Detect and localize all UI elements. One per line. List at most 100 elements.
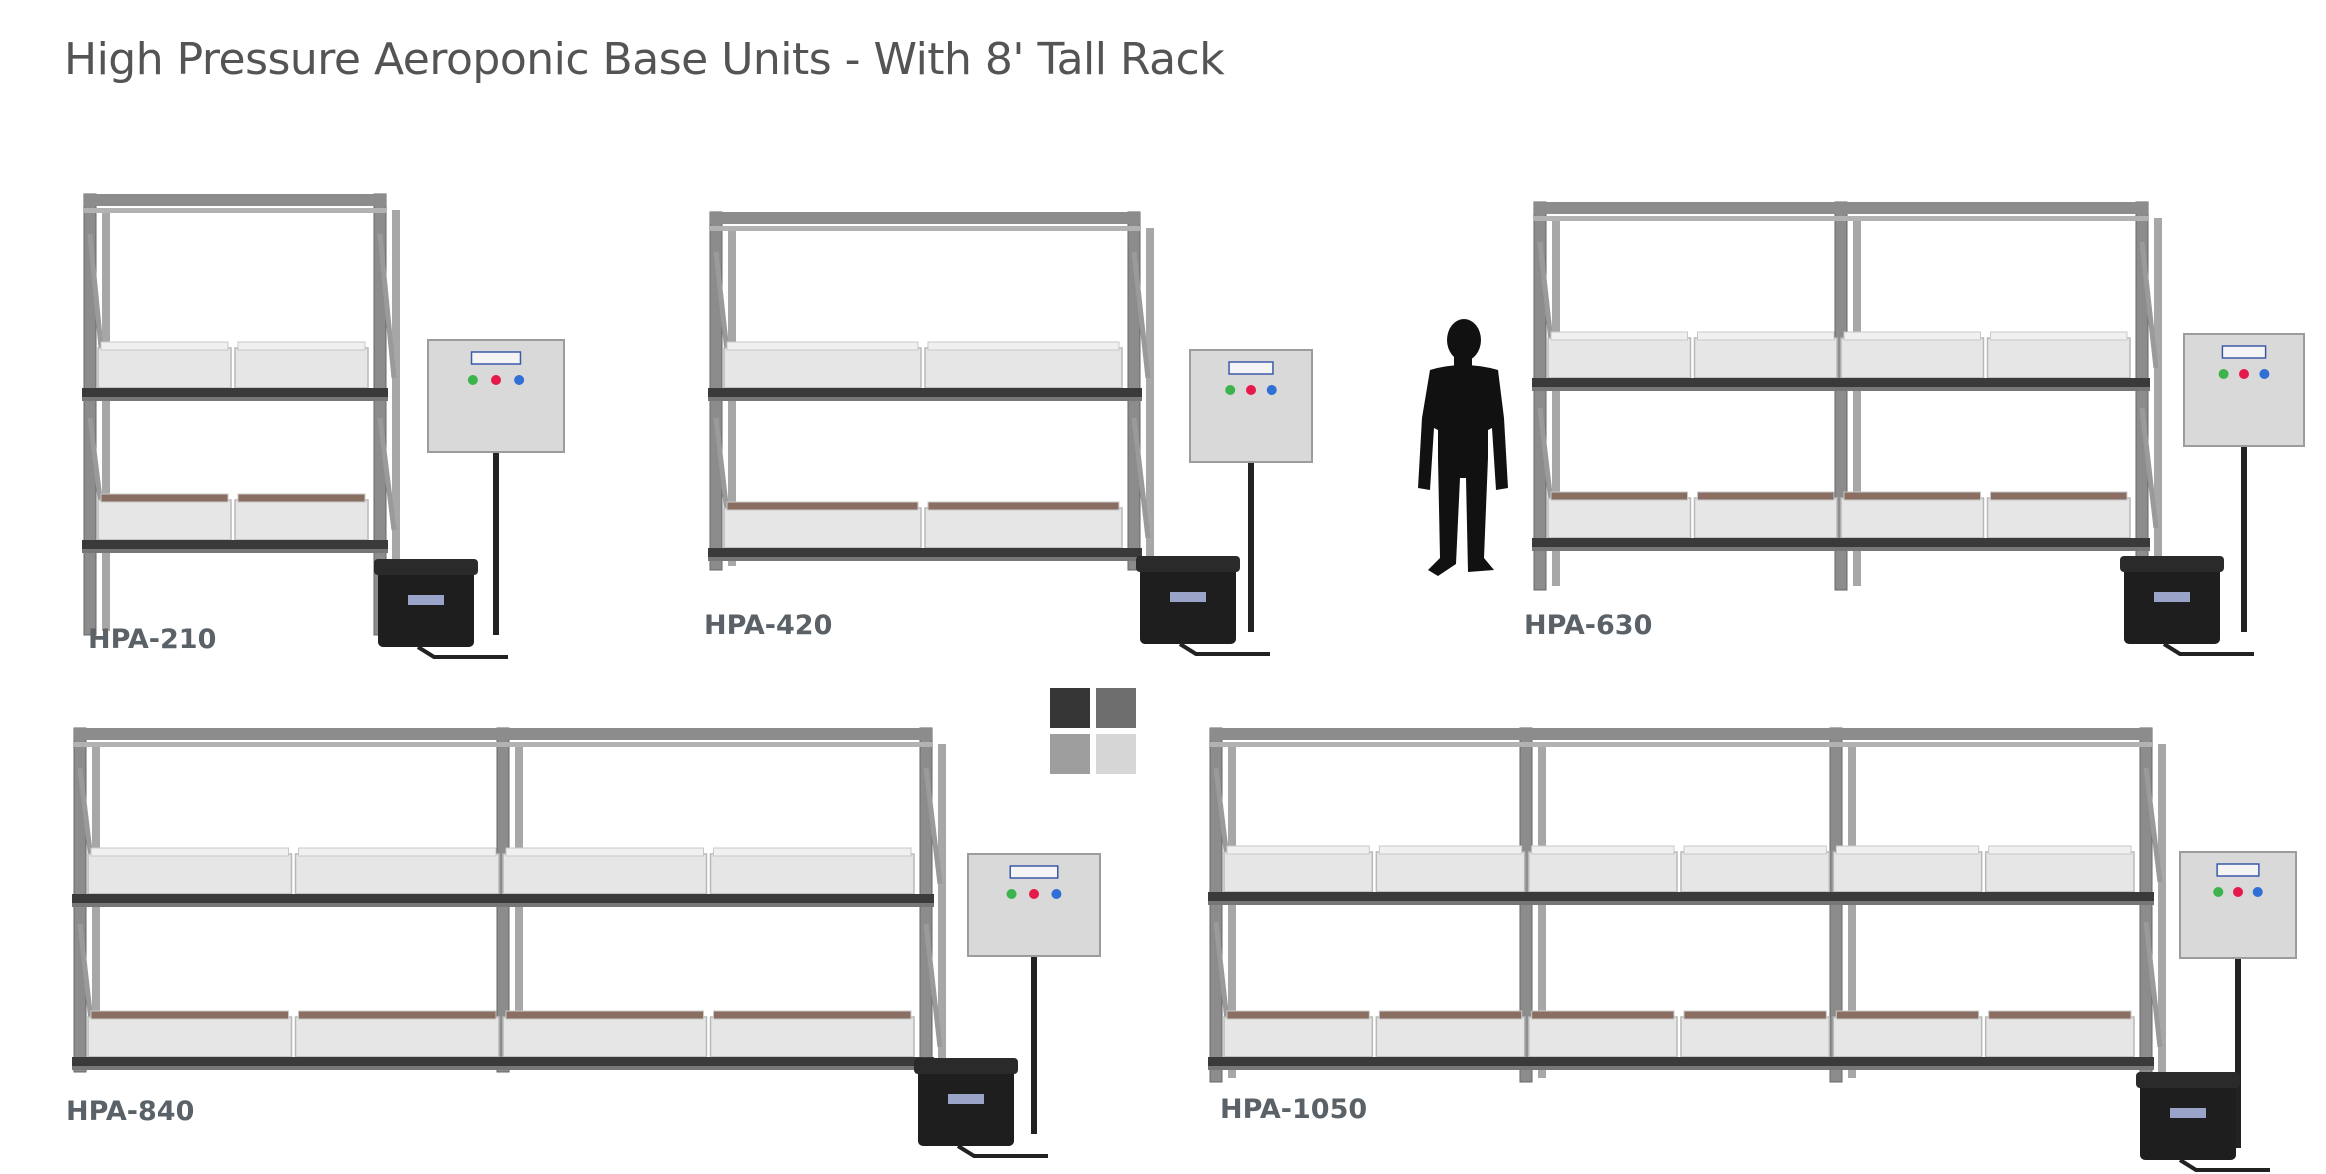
rack-top-beam — [1210, 728, 2152, 740]
tray-plant-sites — [1990, 491, 2128, 501]
brand-logo — [1228, 361, 1274, 375]
shelf-beam — [72, 1057, 934, 1066]
reservoir-tank — [2124, 562, 2220, 644]
unit-label: HPA-630 — [1524, 610, 1653, 641]
control-panel — [1189, 349, 1313, 632]
rack-top-beam-rear — [710, 226, 1140, 231]
grow-tray — [502, 1016, 708, 1058]
reservoir-lid — [1136, 556, 1240, 572]
tray-plant-sites — [726, 501, 919, 511]
tray-plant-sites — [1683, 1010, 1827, 1020]
grow-tray — [1223, 851, 1374, 893]
rack-upright-rear — [1552, 218, 1560, 586]
grow-tray — [1547, 497, 1692, 539]
tray-plant-sites — [237, 493, 366, 503]
shelf-beam — [1532, 538, 2150, 547]
tray-plant-sites — [713, 1010, 912, 1020]
grow-tray — [502, 853, 708, 895]
shelf-beam-edge — [72, 903, 934, 907]
rack-top-beam — [84, 194, 386, 206]
brand-logo — [2216, 863, 2260, 877]
reservoir-label — [1170, 592, 1206, 602]
tray-lid — [298, 847, 497, 857]
grow-tray — [723, 507, 922, 549]
color-swatches — [1050, 688, 1138, 776]
rack-brace — [923, 923, 943, 1048]
tray-plant-sites — [1988, 1010, 2132, 1020]
page-title: High Pressure Aeroponic Base Units - Wit… — [64, 34, 1225, 85]
rack-top-beam-rear — [1210, 742, 2152, 747]
shelf-beam-edge — [708, 397, 1142, 401]
indicator-light — [1246, 385, 1256, 395]
rack-illustration — [708, 211, 1313, 656]
control-pole — [493, 452, 499, 635]
unit-hpa-1050: HPA-1050 — [1200, 712, 2310, 1172]
tray-plant-sites — [1843, 491, 1981, 501]
indicator-light — [1266, 385, 1277, 395]
grow-tray — [709, 1016, 915, 1058]
rack-brace — [1131, 417, 1151, 539]
shelf-beam — [72, 894, 934, 903]
lower-shelf — [708, 501, 1142, 561]
tray-lid — [90, 847, 289, 857]
tray-plant-sites — [1835, 1010, 1980, 1020]
tray-plant-sites — [1531, 1010, 1675, 1020]
rack-top-beam — [1534, 202, 2148, 214]
tray-lid — [1378, 845, 1523, 855]
shelf-beam-edge — [72, 1066, 934, 1070]
tray-lid — [1990, 331, 2128, 341]
grow-tray — [1527, 851, 1678, 893]
tray-plant-sites — [1226, 1010, 1370, 1020]
reservoir-tank — [2140, 1078, 2236, 1160]
grow-tray — [1375, 1016, 1526, 1058]
indicator-light — [2239, 369, 2249, 379]
reservoir-stand — [416, 645, 508, 659]
person-silhouette-icon — [1418, 319, 1508, 576]
shelf-beam-edge — [1208, 1066, 2154, 1070]
nutrient-reservoir — [1136, 556, 1270, 656]
control-panel — [967, 853, 1101, 1134]
rack-top-beam — [710, 212, 1140, 224]
grow-tray — [87, 1016, 293, 1058]
grow-tray — [234, 499, 369, 541]
tray-lid — [1226, 845, 1370, 855]
indicator-light — [2252, 887, 2263, 897]
unit-hpa-420: HPA-420 — [700, 190, 1320, 660]
tray-lid — [726, 341, 919, 351]
unit-hpa-630: HPA-630 — [1520, 180, 2310, 660]
swatch — [1096, 688, 1136, 728]
grow-tray — [1547, 337, 1692, 379]
swatch — [1050, 734, 1090, 774]
reservoir-label — [2154, 592, 2190, 602]
tray-lid — [1550, 331, 1688, 341]
rack-upright-rear — [1228, 744, 1236, 1078]
tray-plant-sites — [90, 1010, 289, 1020]
grow-tray — [1832, 1016, 1983, 1058]
unit-label: HPA-210 — [88, 624, 217, 655]
grow-tray — [1832, 851, 1983, 893]
upper-shelf — [1208, 845, 2154, 905]
tray-lid — [1835, 845, 1980, 855]
grow-tray — [1693, 337, 1838, 379]
indicator-light — [2213, 887, 2224, 897]
reservoir-lid — [374, 559, 478, 575]
brand-logo — [2221, 345, 2267, 359]
shelf-beam-edge — [1208, 901, 2154, 905]
rack-brace — [2143, 767, 2163, 883]
grow-tray — [1984, 1016, 2135, 1058]
rack-upright-rear — [1538, 744, 1546, 1078]
indicator-light — [2233, 887, 2243, 897]
upper-shelf — [72, 847, 934, 907]
shelf-beam — [82, 388, 388, 397]
lower-shelf — [1532, 491, 2150, 551]
tray-lid — [100, 341, 229, 351]
reservoir-lid — [914, 1058, 1018, 1074]
grow-tray — [87, 853, 293, 895]
control-pole — [2235, 958, 2241, 1148]
reservoir-label — [948, 1094, 984, 1104]
grow-tray — [294, 1016, 500, 1058]
tray-lid — [237, 341, 366, 351]
grow-tray — [1986, 497, 2131, 539]
indicator-light — [491, 375, 501, 385]
shelf-beam-edge — [708, 557, 1142, 561]
